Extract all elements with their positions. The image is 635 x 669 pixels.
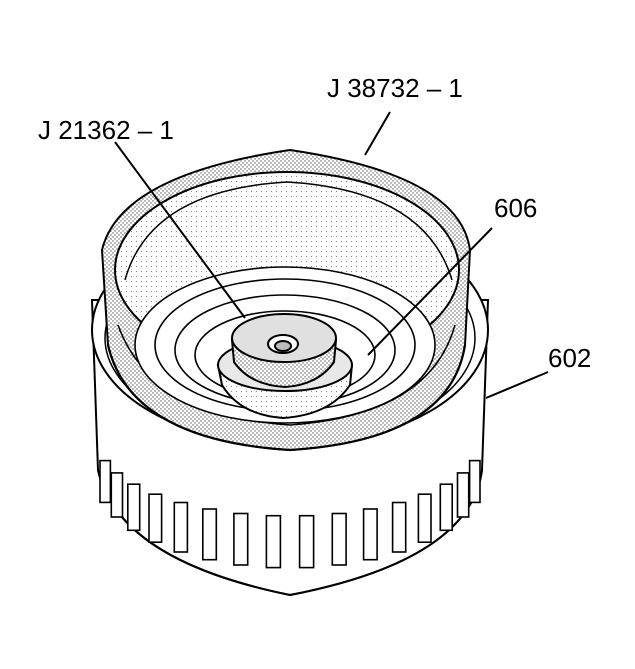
spline-tooth — [468, 459, 481, 504]
spline-tooth — [99, 459, 112, 504]
spline-tooth — [148, 493, 163, 544]
spline-tooth — [173, 501, 189, 553]
spline-tooth — [265, 514, 282, 569]
spline-tooth — [456, 472, 470, 518]
spline-tooth — [233, 512, 249, 566]
spline-tooth — [202, 508, 218, 561]
label-606: 606 — [494, 193, 538, 223]
spline-tooth — [439, 483, 453, 532]
spline-tooth — [417, 493, 432, 544]
spline-tooth — [362, 508, 378, 561]
spline-tooth — [127, 483, 141, 532]
spline-tooth — [110, 472, 124, 518]
leader-606 — [367, 227, 493, 356]
label-j38732: J 38732 – 1 — [327, 73, 463, 103]
label-602: 602 — [548, 343, 592, 373]
spline-tooth — [331, 512, 347, 566]
leader-lines — [114, 111, 549, 399]
spline-tooth — [391, 501, 407, 553]
label-j21362: J 21362 – 1 — [38, 115, 174, 145]
spline-tooth — [298, 514, 315, 569]
leader-602 — [485, 371, 549, 399]
housing-splines — [99, 459, 481, 569]
leader-j38732 — [364, 111, 391, 156]
tool-j21362-plug — [216, 313, 354, 420]
leader-j21362 — [114, 141, 246, 319]
